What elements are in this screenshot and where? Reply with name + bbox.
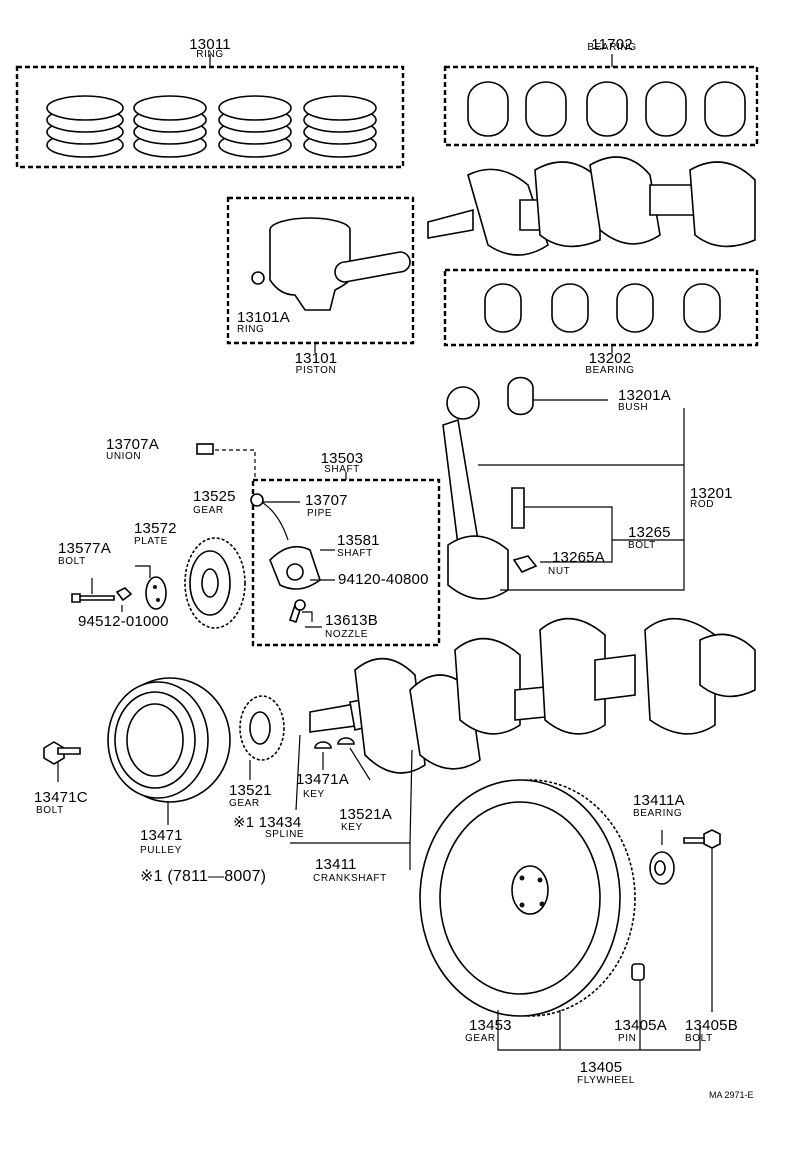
part-number-13521a: 13521A [339,806,392,823]
part-number-13201: 13201 [690,485,733,502]
part-number-13525: 13525 [193,488,236,505]
part-name-bearing-13411a: BEARING [633,808,683,819]
main-bearing-lower-group [443,268,759,353]
part-number-13577a: 13577A [58,540,111,557]
part-number-13201a: 13201A [618,387,671,404]
part-number-11702: 11702 [591,36,633,53]
drawing-code: MA 2971-E [709,1090,754,1100]
part-name-bush: BUSH [618,402,649,413]
part-number-13471a: 13471A [296,771,349,788]
part-name-bearing-upper: BEARING [587,42,637,53]
bolt-13471c-drawing [43,741,81,782]
part-name-bolt-13577a: BOLT [58,556,86,567]
part-number-13707a: 13707A [106,436,159,453]
part-number-13572: 13572 [134,520,177,537]
part-number-13265: 13265 [628,524,671,541]
part-name-piston-ring: RING [237,324,265,335]
part-number-13405b: 13405B [685,1017,738,1034]
part-name-bearing-lower: BEARING [585,365,635,376]
part-name-pin: PIN [618,1033,637,1044]
part-name-pipe: PIPE [307,508,333,519]
part-number-13521: 13521 [229,782,272,799]
gear-13521-drawing [239,695,285,780]
part-number-13011: 13011 [189,36,231,53]
part-number-13405: 13405 [579,1059,623,1076]
part-name-union: UNION [106,451,142,462]
part-name-nut: NUT [548,566,571,577]
part-number-13405a: 13405A [614,1017,667,1034]
part-name-bolt-13471c: BOLT [36,805,64,816]
part-number-13202: 13202 [588,350,632,367]
flywheel-bolt-drawing [683,829,721,1012]
main-bearing-upper-group [443,54,759,147]
crankshaft-leader-2 [409,749,413,844]
part-name-shaft-13581: SHAFT [337,548,373,559]
piston-group [226,196,415,353]
part-number-13613b: 13613B [325,612,378,629]
part-name-rod: ROD [690,499,715,510]
part-name-key-13521a: KEY [341,822,363,833]
part-number-13581: 13581 [337,532,380,549]
gear-13525-drawing [184,537,246,629]
ring-set-4 [303,95,377,158]
part-name-piston: PISTON [295,365,337,376]
part-name-key-13471a: KEY [303,789,325,800]
footnote-serial-range: ※1 (7811—8007) [140,868,267,885]
part-name-plate: PLATE [134,536,168,547]
part-number-94120-40800: 94120-40800 [338,571,429,588]
ring-set-1 [46,95,124,158]
part-number-13471c: 13471C [34,789,88,806]
part-number-13434: ※1 13434 [233,814,302,831]
part-name-spline: SPLINE [265,829,305,840]
piston-rings-group [15,54,405,169]
pulley-drawing [107,677,231,825]
part-number-94512-01000: 94512-01000 [78,613,169,630]
part-number-13707: 13707 [305,492,348,509]
part-number-13411: 13411 [315,856,357,873]
ring-set-3 [218,95,292,158]
part-number-13265a: 13265A [552,549,605,566]
part-name-gear-13453: GEAR [465,1033,496,1044]
keys-drawing [295,734,371,811]
part-number-13101: 13101 [294,350,338,367]
part-number-13411a: 13411A [633,792,685,809]
part-name-gear-13521: GEAR [229,798,260,809]
ring-set-2 [133,95,207,158]
connecting-rod-drawing [442,376,685,600]
plate-bolt-nut-drawing [71,565,167,612]
part-name-crankshaft: CRANKSHAFT [313,873,387,884]
part-name-bolt-13405b: BOLT [685,1033,713,1044]
flywheel-drawing [419,779,701,1051]
pilot-bearing-drawing [649,830,675,885]
part-name-gear-13525: GEAR [193,505,224,516]
part-name-shaft-assy: SHAFT [324,464,360,475]
part-number-13503: 13503 [320,450,364,467]
shaft-assembly-group [196,443,441,647]
part-number-13453: 13453 [469,1017,512,1034]
crankshaft-lower-drawing [309,617,756,774]
part-name-pulley: PULLEY [140,845,182,856]
part-number-13101a: 13101A [237,309,290,326]
part-number-13471: 13471 [140,827,183,844]
pin-drawing [631,963,645,981]
crankshaft-upper-drawing [427,156,756,256]
part-name-flywheel: FLYWHEEL [577,1075,635,1086]
part-name-nozzle: NOZZLE [325,629,369,640]
part-name-bolt-13265: BOLT [628,540,656,551]
part-name-ring: RING [196,49,224,60]
